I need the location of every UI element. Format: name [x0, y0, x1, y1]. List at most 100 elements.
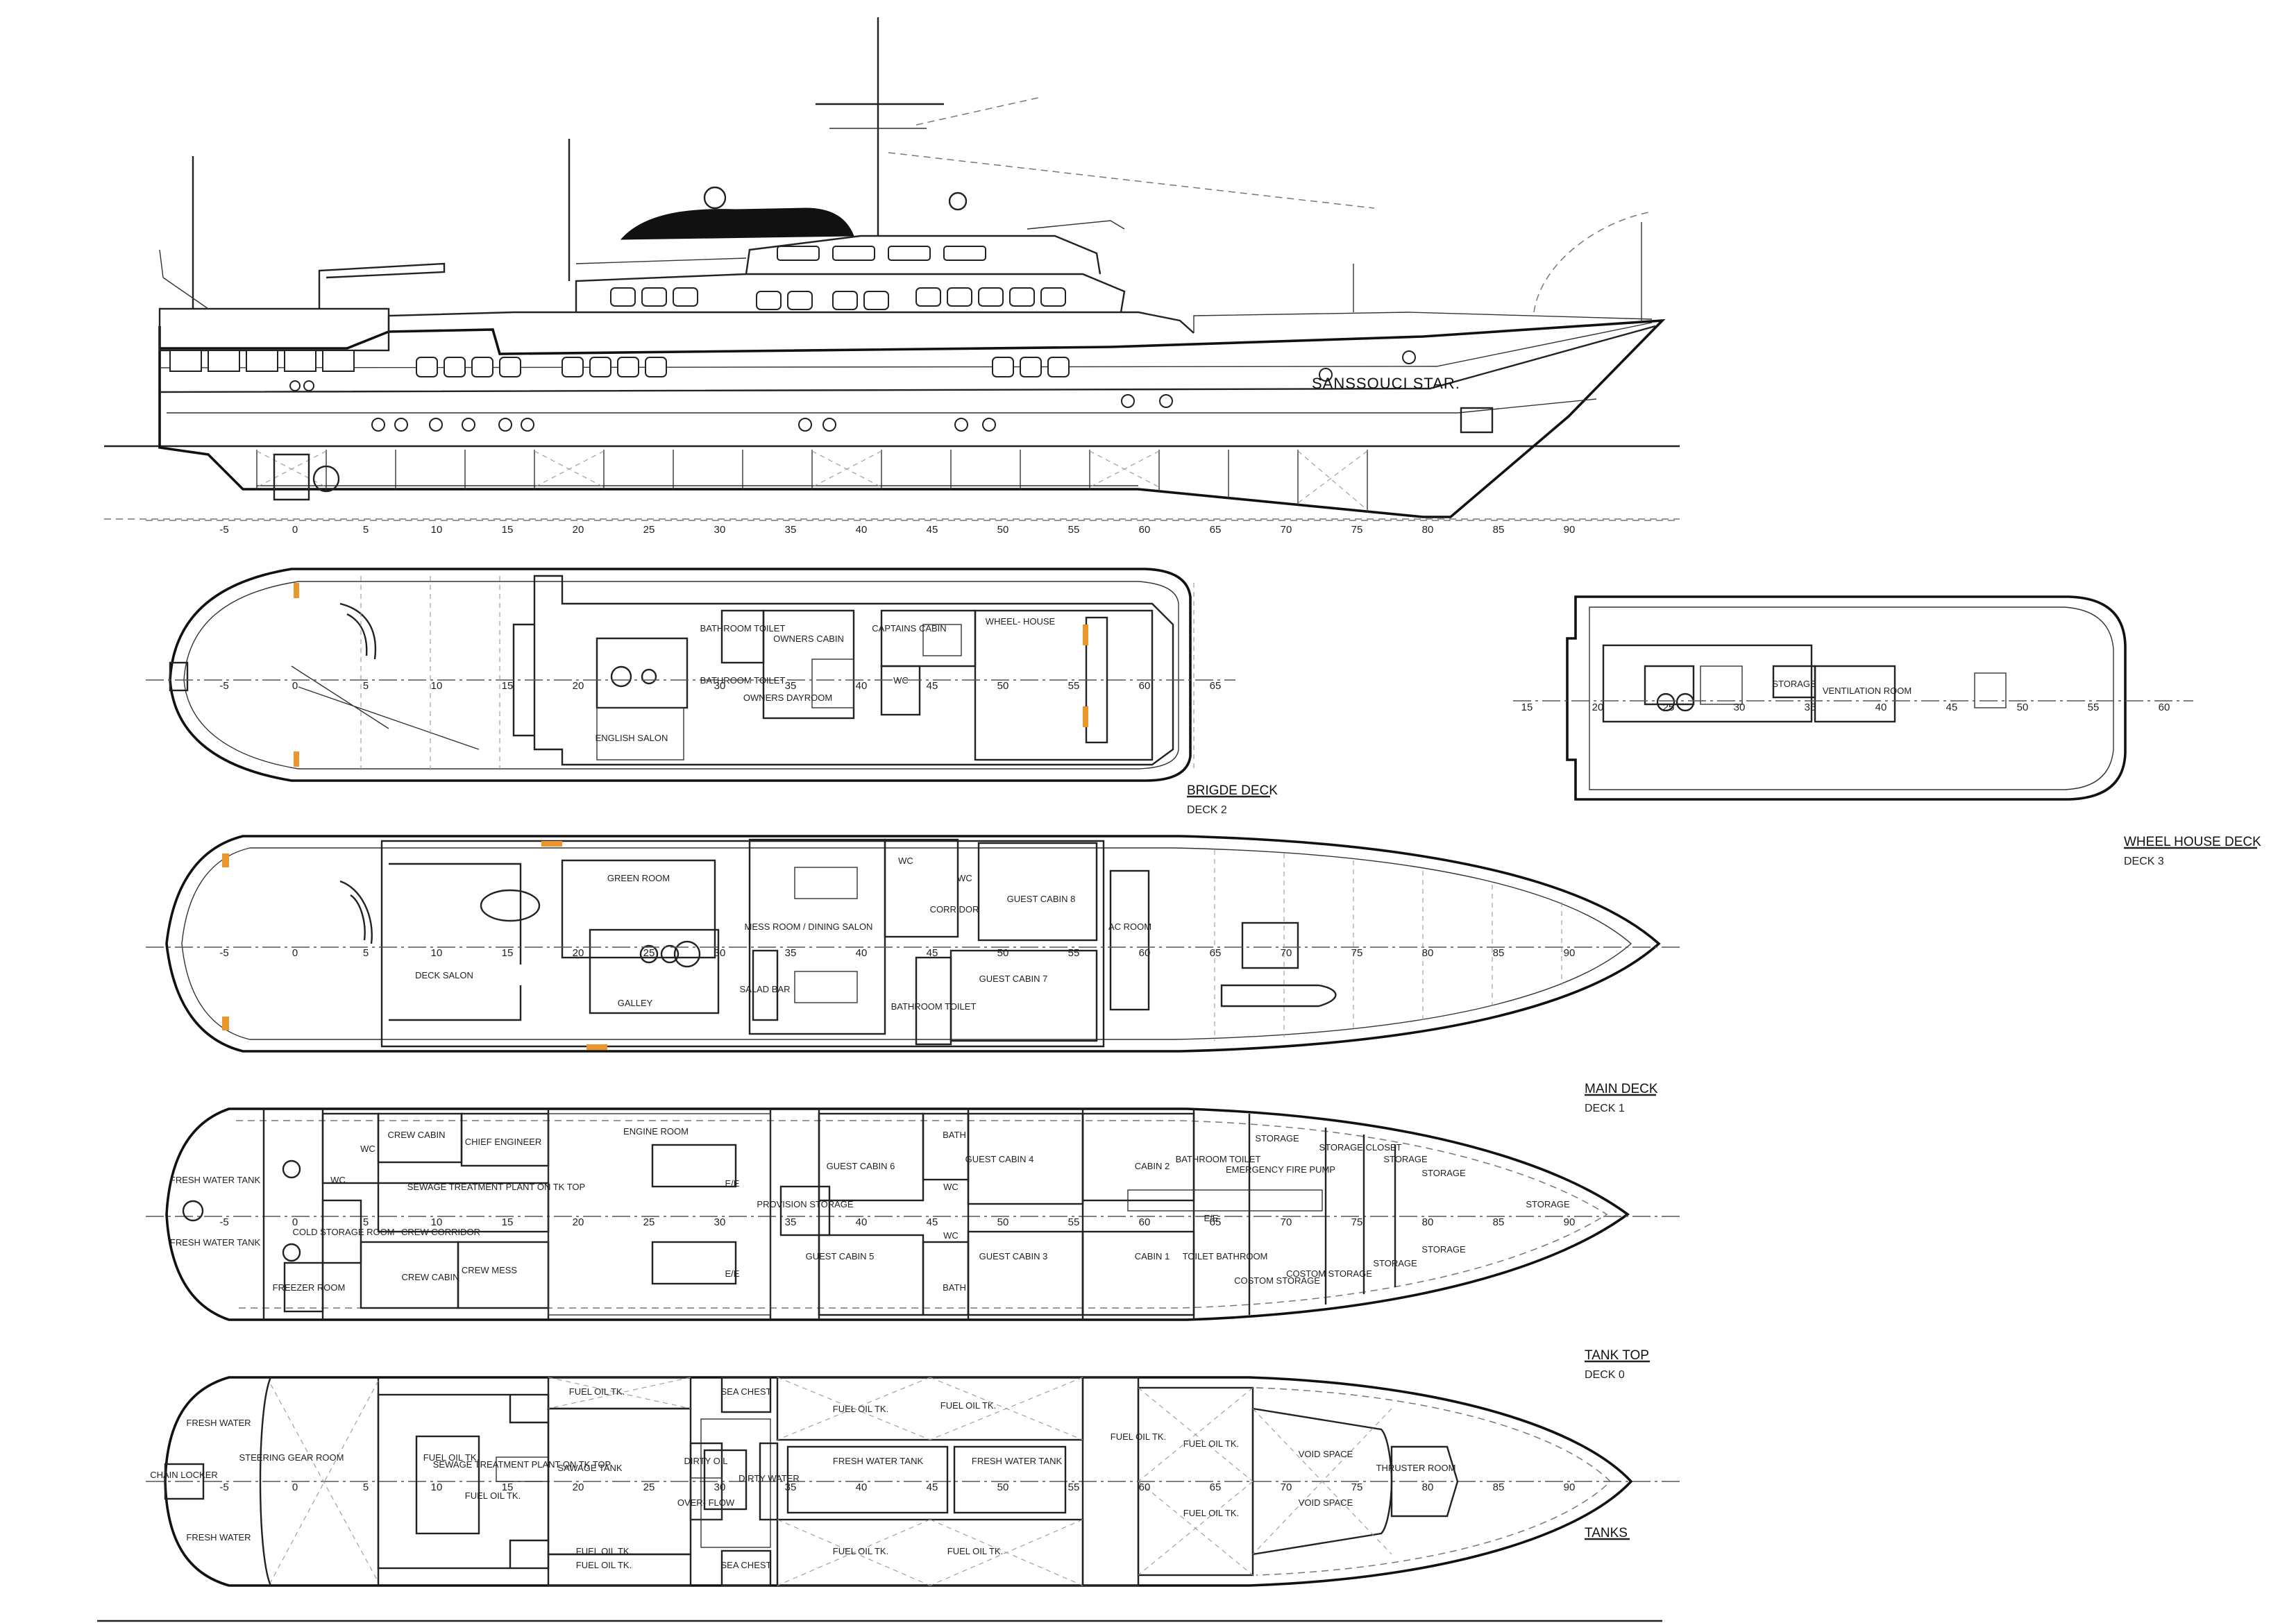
frame-number: 80	[1422, 947, 1434, 959]
tank-fuel-oil-7: FUEL OIL TK.	[576, 1546, 632, 1556]
sea-chest-top	[720, 1376, 772, 1413]
owners-bath	[720, 609, 765, 664]
mess-room	[748, 838, 886, 1035]
propeller	[312, 465, 340, 493]
room-owners-dayroom: OWNERS DAYROOM	[743, 692, 832, 703]
frame-number: 35	[785, 524, 797, 536]
tank-dirty-water: DIRTY WATER	[738, 1473, 800, 1484]
frame-number: 90	[1564, 1481, 1576, 1493]
frame-number: 20	[573, 947, 584, 959]
guest-cabin-8	[977, 842, 1098, 942]
room-bathroom-toilet: BATHROOM TOILET	[700, 623, 786, 634]
room-bath-1: BATH	[943, 1130, 966, 1140]
room-storage-5: STORAGE	[1421, 1244, 1466, 1255]
room-guest-cabin-3: GUEST CABIN 3	[979, 1251, 1048, 1261]
frame-number: 40	[856, 947, 868, 959]
fuel-oil-fwd-top	[776, 1376, 1084, 1441]
wheelhouse-deck-title: WHEEL HOUSE DECK	[2124, 835, 2261, 849]
frame-number: 50	[997, 524, 1009, 536]
frame-number: -5	[219, 680, 228, 692]
tank-fresh-water-tank-1: FRESH WATER TANK	[833, 1456, 924, 1466]
bridge-fixture	[610, 665, 632, 688]
curved-stair	[339, 602, 377, 660]
room-wc-tt-4: WC	[943, 1230, 959, 1241]
curved-stair-main	[339, 880, 373, 944]
provision-storage-block	[779, 1185, 831, 1237]
bridge-frames	[360, 576, 1195, 774]
tank-void-space-2: VOID SPACE	[1299, 1497, 1353, 1508]
aft-crane	[318, 262, 446, 309]
room-cabin-1: CABIN 1	[1135, 1251, 1170, 1261]
stove-3	[673, 940, 701, 968]
room-engine-room: ENGINE ROOM	[623, 1126, 689, 1137]
frame-number: 5	[363, 947, 369, 959]
salon-windows	[169, 350, 1070, 377]
room-guest-cabin-4: GUEST CABIN 4	[965, 1154, 1034, 1164]
stove-2	[660, 944, 679, 964]
frame-number: 5	[363, 1481, 369, 1493]
room-ee-2: E/E	[725, 1268, 740, 1279]
superstructure-deck-3	[745, 235, 1101, 275]
bow-light-arc	[1533, 211, 1653, 313]
galley	[589, 928, 720, 1014]
bridge-inner-bulwark	[183, 581, 1179, 770]
bathroom-toilet-main	[915, 956, 952, 1046]
frame-number: 55	[2088, 702, 2100, 713]
frame-number: 85	[1493, 947, 1505, 959]
bridge-bench	[169, 661, 189, 692]
frame-number: 55	[1068, 1216, 1080, 1228]
tank-sea-chest-1: SEA CHEST	[721, 1386, 772, 1397]
frame-number: 45	[927, 1216, 938, 1228]
frame-number: 60	[1139, 1216, 1151, 1228]
frame-number: 10	[431, 680, 443, 692]
frame-number: 35	[1805, 702, 1816, 713]
engine-room-block	[548, 1113, 771, 1316]
room-corridor: CORRIDOR	[930, 904, 979, 915]
wheelhouse-stair	[1700, 665, 1743, 705]
frame-number: 60	[1139, 1481, 1151, 1493]
room-bathroom-toilet-main: BATHROOM TOILET	[891, 1001, 977, 1012]
guest-cabin-3-block	[967, 1230, 1084, 1316]
bridge-hull-outline	[169, 568, 1192, 782]
superstructure-deck-2	[575, 273, 1126, 313]
room-guest-cabin-7: GUEST CABIN 7	[979, 974, 1048, 984]
hull-portholes	[289, 350, 1416, 432]
sheer-line	[159, 325, 1656, 393]
room-english-salon: ENGLISH SALON	[596, 733, 668, 743]
room-ee-3: E/E	[1204, 1213, 1219, 1223]
fresh-water-tank-2	[953, 1445, 1067, 1514]
main-house	[380, 840, 1105, 1048]
frame-number: 55	[1068, 524, 1080, 536]
foredeck-rail	[1193, 312, 1653, 333]
room-freezer: FREEZER ROOM	[273, 1282, 346, 1293]
frame-number: 40	[856, 1481, 868, 1493]
frame-number: 45	[1946, 702, 1958, 713]
sea-chest-bot	[720, 1549, 772, 1587]
frame-number: 55	[1068, 680, 1080, 692]
fuel-oil-fwd-bot	[776, 1518, 1084, 1587]
frame-number: 50	[997, 1216, 1009, 1228]
tank-overflow: OVER- FLOW	[677, 1497, 735, 1508]
tank-dirty-oil: DIRTY OIL	[684, 1456, 727, 1466]
tanktop-fixture-3	[282, 1243, 301, 1262]
tank-chain-locker: CHAIN LOCKER	[150, 1470, 218, 1480]
frame-number: 20	[573, 1216, 584, 1228]
tank-sea-chest-2: SEA CHEST	[721, 1560, 772, 1570]
frame-number: 35	[785, 1216, 797, 1228]
room-captains-cabin: CAPTAINS CABIN	[872, 623, 946, 634]
tank-void-space-1: VOID SPACE	[1299, 1449, 1353, 1459]
sun-deck-rail	[575, 220, 1125, 264]
deck-salon-wall	[389, 863, 522, 1021]
frame-number: 40	[856, 1216, 868, 1228]
frame-number: 25	[643, 1481, 655, 1493]
bridge-fixture-2	[641, 668, 657, 685]
main-deck-line	[159, 322, 1653, 368]
upper-windows	[610, 246, 1066, 310]
room-cold-storage: COLD STORAGE ROOM	[292, 1227, 394, 1237]
room-bath-2: BATH	[943, 1282, 966, 1293]
bath-block-2	[922, 1241, 970, 1316]
frame-number: 45	[927, 947, 938, 959]
english-salon-area	[596, 707, 684, 760]
